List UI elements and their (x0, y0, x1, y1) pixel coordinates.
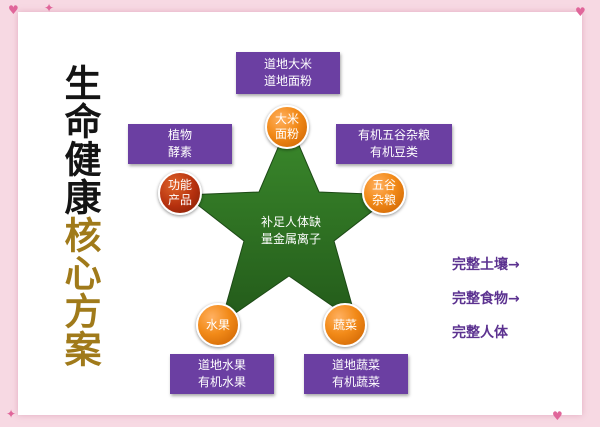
side-list-label: 完整食物 (452, 291, 508, 307)
box-right-line-2: 有机豆类 (369, 145, 418, 159)
page-title: 生命健康核心方案 (58, 64, 102, 368)
box-left: 植物 酵素 (128, 124, 232, 164)
title-part-1: 生命健康 (58, 64, 102, 216)
side-list-item: 完整土壤→ (452, 248, 520, 282)
sparkle-icon: ✦ (6, 407, 17, 421)
node-top-line-2: 面粉 (274, 127, 299, 141)
heart-icon: ♥ (552, 409, 563, 423)
box-right-line-1: 有机五谷杂粮 (357, 128, 430, 142)
node-right: 五谷杂粮 (362, 171, 406, 215)
node-bottom-left: 水果 (196, 303, 240, 347)
box-bottom-right-line-1: 道地蔬菜 (331, 358, 380, 372)
side-list: 完整土壤→ 完整食物→ 完整人体 (452, 248, 520, 350)
box-right: 有机五谷杂粮 有机豆类 (336, 124, 452, 164)
box-left-line-1: 植物 (167, 128, 192, 142)
node-left: 功能产品 (158, 171, 202, 215)
sparkle-icon: ✦ (44, 1, 55, 15)
center-line-2: 量金属离子 (260, 232, 321, 246)
heart-icon: ♥ (575, 5, 586, 19)
arrow-right-icon: → (508, 291, 520, 307)
side-list-item: 完整食物→ (452, 282, 520, 316)
node-bottom-right-line-1: 蔬菜 (332, 317, 357, 332)
box-bottom-left: 道地水果 有机水果 (170, 354, 274, 394)
node-top: 大米面粉 (265, 105, 309, 149)
arrow-right-icon: → (508, 257, 520, 273)
heart-icon: ♥ (8, 3, 19, 17)
node-bottom-right: 蔬菜 (323, 303, 367, 347)
box-top-line-1: 道地大米 (263, 57, 312, 71)
box-bottom-right-line-2: 有机蔬菜 (331, 375, 380, 389)
node-top-line-1: 大米 (274, 112, 299, 126)
side-list-label: 完整土壤 (452, 257, 508, 273)
side-list-item: 完整人体 (452, 316, 520, 350)
box-left-line-2: 酵素 (167, 145, 192, 159)
box-bottom-left-line-1: 道地水果 (197, 358, 246, 372)
box-top: 道地大米 道地面粉 (236, 52, 340, 94)
box-bottom-left-line-2: 有机水果 (197, 375, 246, 389)
node-bottom-left-line-1: 水果 (205, 317, 230, 332)
box-bottom-right: 道地蔬菜 有机蔬菜 (304, 354, 408, 394)
node-left-line-1: 功能 (167, 178, 192, 192)
node-left-line-2: 产品 (167, 193, 192, 207)
node-right-line-2: 杂粮 (371, 193, 396, 207)
node-right-line-1: 五谷 (371, 178, 396, 192)
center-line-1: 补足人体缺 (260, 215, 321, 229)
side-list-label: 完整人体 (452, 325, 508, 341)
title-part-2: 核心方案 (58, 216, 102, 368)
box-top-line-2: 道地面粉 (263, 74, 312, 88)
center-label: 补足人体缺 量金属离子 (246, 214, 336, 248)
